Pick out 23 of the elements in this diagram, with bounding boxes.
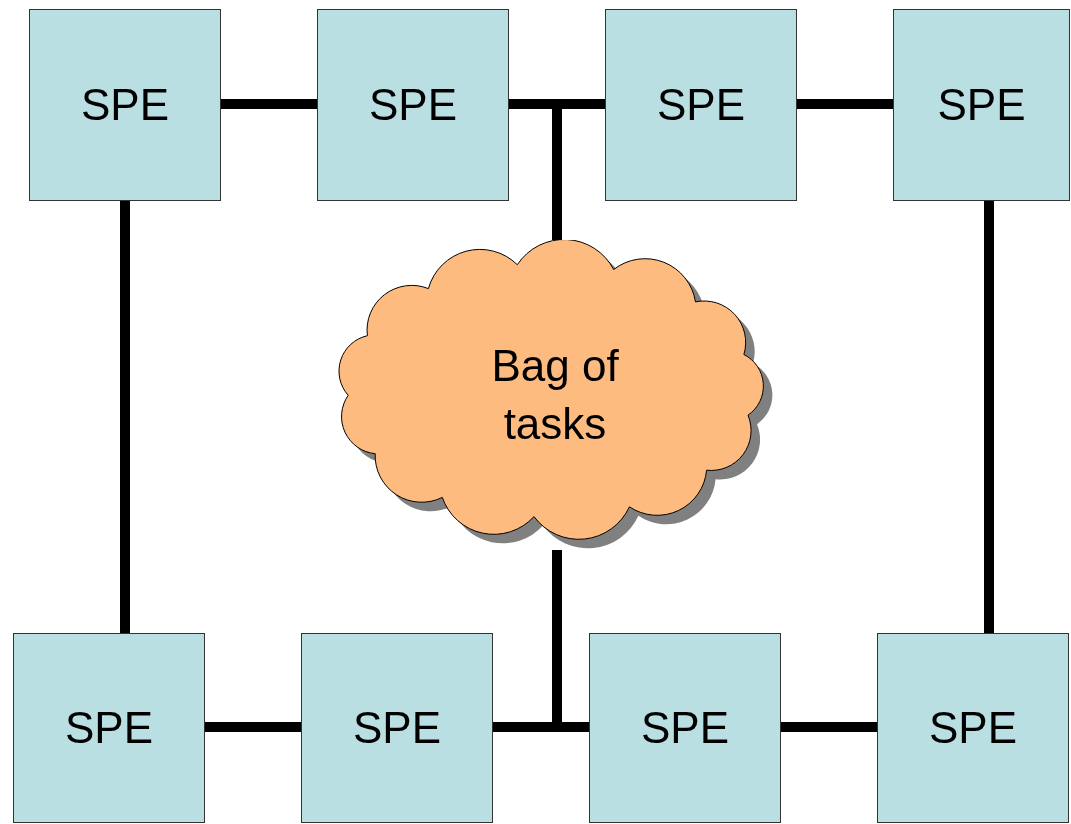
box-label: SPE xyxy=(352,702,441,754)
box-label: SPE xyxy=(80,79,169,131)
connector-line xyxy=(205,722,301,732)
connector-line xyxy=(984,201,994,633)
process-box xyxy=(589,633,781,823)
process-box xyxy=(893,9,1070,201)
box-label: SPE xyxy=(928,702,1017,754)
connector-line xyxy=(797,99,893,109)
process-box xyxy=(301,633,493,823)
box-label: SPE xyxy=(368,79,457,131)
process-box xyxy=(877,633,1069,823)
process-box xyxy=(317,9,509,201)
process-box xyxy=(13,633,205,823)
cloud-label: Bag of tasks xyxy=(490,340,620,450)
process-box xyxy=(605,9,797,201)
box-label: SPE xyxy=(937,79,1026,131)
connector-line xyxy=(221,99,317,109)
process-box xyxy=(29,9,221,201)
connector-line xyxy=(120,201,130,633)
box-label: SPE xyxy=(656,79,745,131)
connector-line xyxy=(781,722,877,732)
box-label: SPE xyxy=(64,702,153,754)
box-label: SPE xyxy=(640,702,729,754)
